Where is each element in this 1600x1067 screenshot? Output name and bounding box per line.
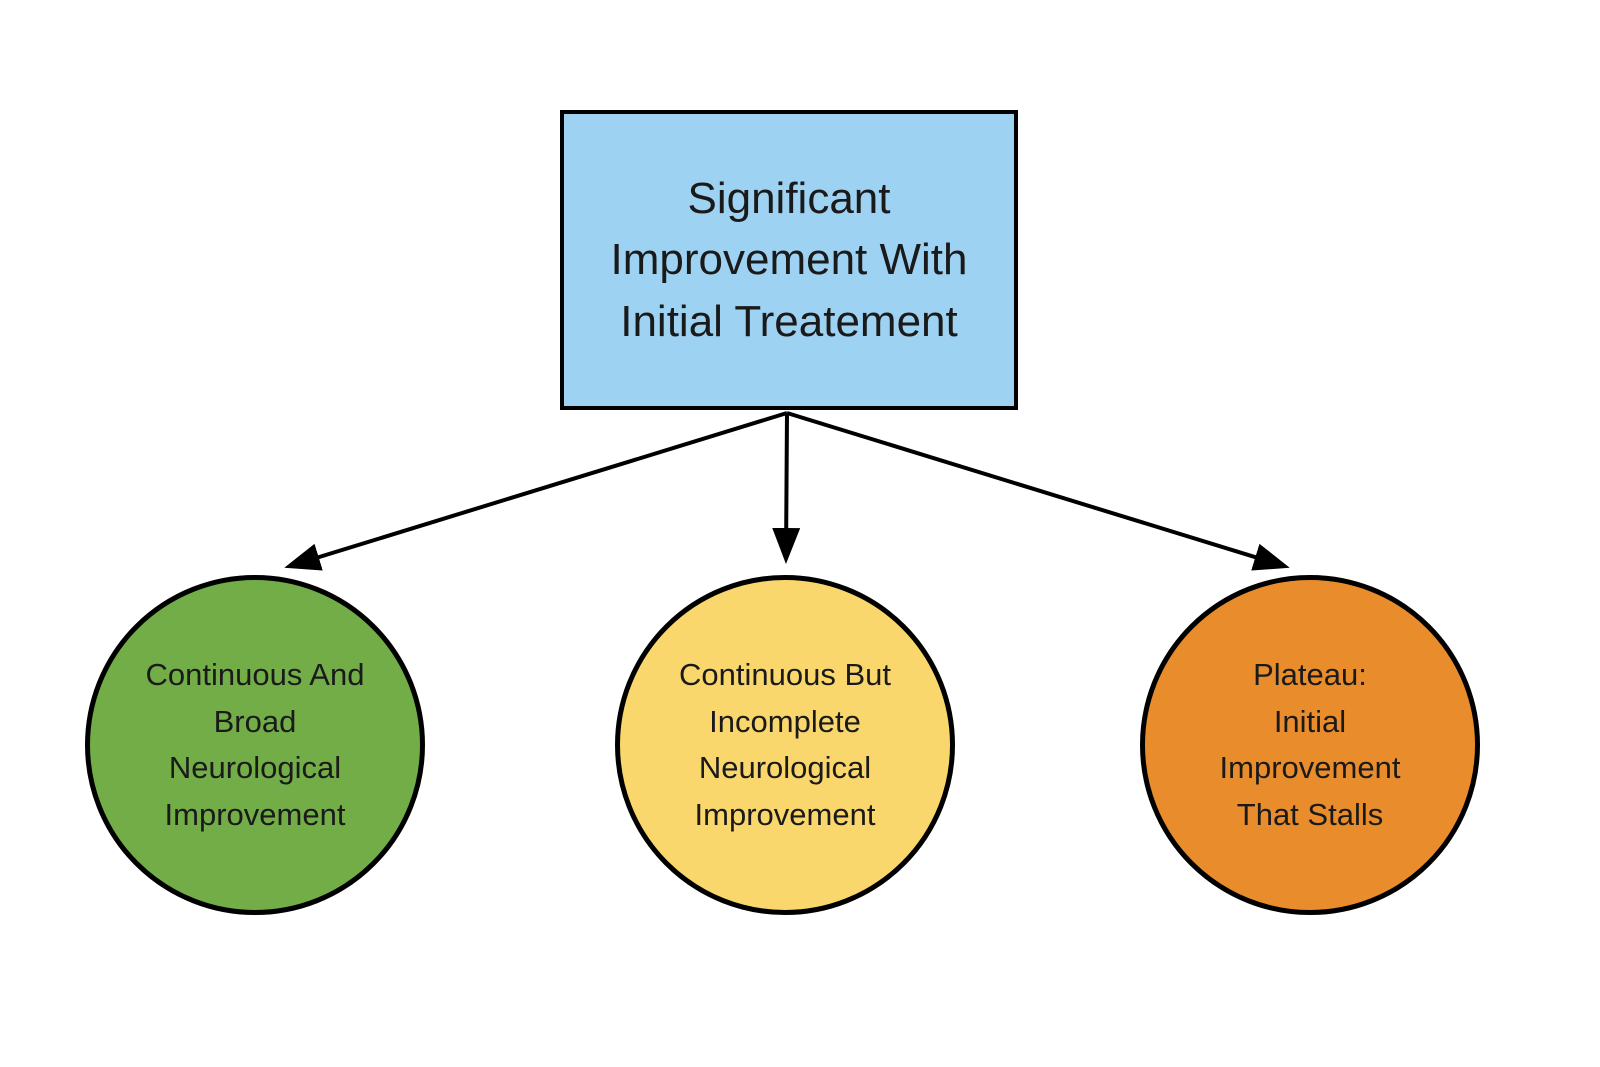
root-node-significant-improvement: Significant Improvement With Initial Tre… xyxy=(560,110,1018,410)
root-node-label: Significant Improvement With Initial Tre… xyxy=(610,173,968,346)
arrow-root-to-continuous-incomplete xyxy=(772,412,801,564)
outcome-node-continuous-broad-improvement: Continuous And Broad Neurological Improv… xyxy=(85,575,425,915)
arrow-root-to-plateau xyxy=(786,411,1290,571)
outcome-node-label: Continuous But Incomplete Neurological I… xyxy=(679,657,891,832)
outcome-node-plateau-stalls: Plateau: Initial Improvement That Stalls xyxy=(1140,575,1480,915)
outcome-node-label: Plateau: Initial Improvement That Stalls xyxy=(1219,657,1401,832)
outcome-node-continuous-incomplete-improvement: Continuous But Incomplete Neurological I… xyxy=(615,575,955,915)
outcome-node-label: Continuous And Broad Neurological Improv… xyxy=(145,657,365,832)
arrow-root-to-continuous-broad xyxy=(284,411,788,571)
